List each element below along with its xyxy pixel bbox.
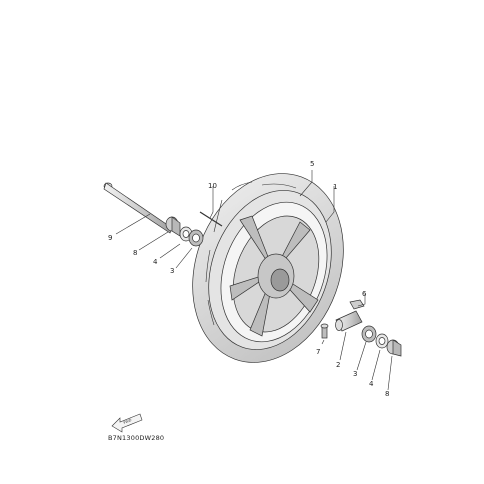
right-oil-seal	[375, 333, 389, 349]
left-bearing	[188, 229, 204, 247]
callout-8-left: 8	[133, 249, 137, 257]
right-collar	[386, 339, 402, 357]
callout-4-right: 4	[369, 380, 374, 388]
direction-arrow-icon: FWD	[111, 413, 143, 433]
callout-6: 6	[362, 290, 367, 298]
callout-5: 5	[310, 160, 314, 168]
callout-2: 2	[336, 361, 340, 369]
callout-8-right: 8	[385, 390, 389, 398]
callout-1: 1	[333, 183, 337, 191]
bolt	[320, 323, 329, 339]
callout-7: 7	[316, 348, 320, 356]
wheel-rim	[220, 201, 328, 343]
valve	[199, 211, 223, 227]
callout-3-left: 3	[170, 267, 174, 275]
left-collar	[165, 216, 181, 237]
callout-3-right: 3	[353, 370, 357, 378]
axle	[103, 182, 173, 234]
callout-4-left: 4	[153, 258, 158, 266]
clip	[349, 299, 365, 310]
drawing-code: B7N1300DW280	[108, 434, 164, 442]
right-spacer	[335, 310, 363, 332]
direction-label: FWD	[123, 418, 132, 425]
callout-10: 10	[208, 182, 217, 190]
leader-lines	[115, 170, 393, 391]
callout-9: 9	[108, 234, 112, 242]
right-bearing	[361, 325, 377, 343]
